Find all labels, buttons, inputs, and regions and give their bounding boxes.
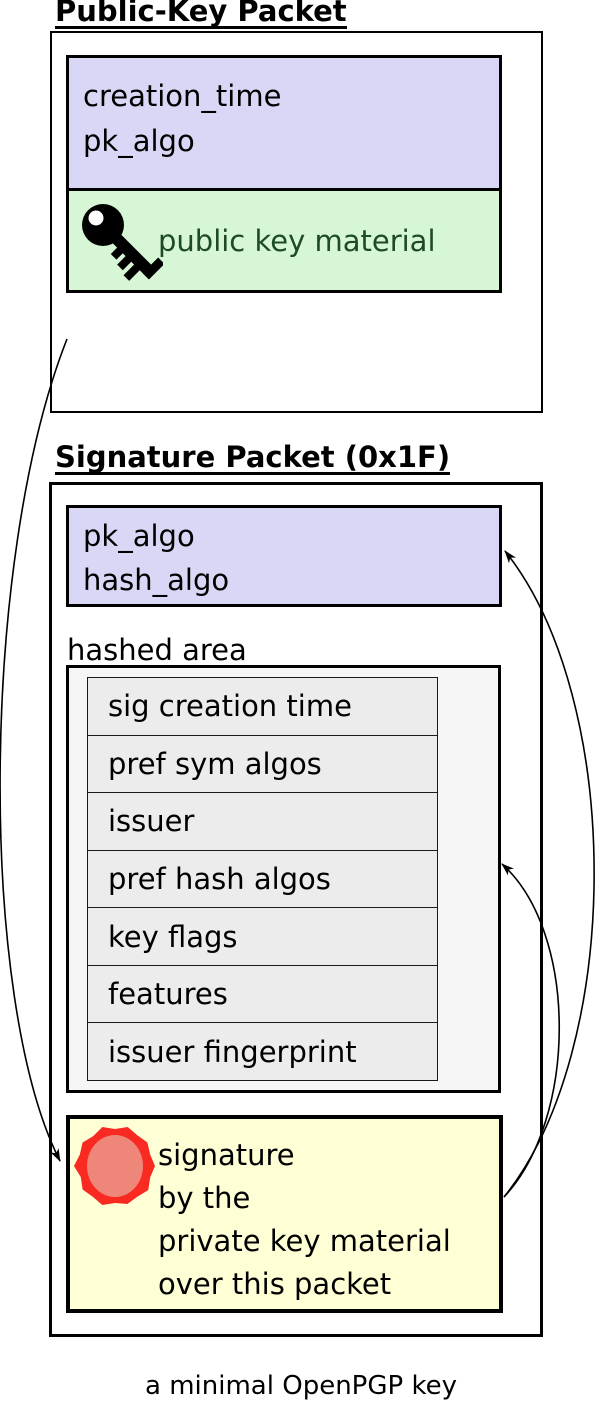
subpacket-row: key flags — [88, 907, 437, 965]
subpacket-row: pref hash algos — [88, 849, 437, 908]
key-icon — [82, 204, 163, 281]
signature-text-line: by the — [158, 1181, 251, 1215]
subpacket-label: sig creation time — [108, 689, 352, 724]
subpacket-row: sig creation time — [88, 678, 437, 735]
hashed-area-box: sig creation time pref sym algos issuer pre… — [66, 665, 501, 1093]
public-key-packet-title: Public-Key Packet — [55, 0, 347, 29]
hashed-area-label: hashed area — [67, 633, 247, 667]
subpacket-label: pref hash algos — [108, 862, 331, 897]
subpacket-row: issuer fingerprint — [88, 1022, 437, 1080]
signature-box: signature by the private key material ov… — [66, 1115, 503, 1313]
subpacket-label: key flags — [108, 919, 238, 954]
subpacket-label: features — [108, 977, 228, 1012]
signature-text: signature by the private key material ov… — [158, 1134, 451, 1306]
signature-text-line: signature — [158, 1138, 295, 1172]
signature-text-line: over this packet — [158, 1267, 392, 1301]
public-key-material-label: public key material — [158, 223, 436, 258]
subpacket-table: sig creation time pref sym algos issuer pre… — [87, 677, 438, 1081]
subpacket-label: pref sym algos — [108, 746, 322, 781]
subpacket-label: issuer — [108, 804, 195, 839]
field-line: pk_algo — [83, 519, 195, 553]
subpacket-row: pref sym algos — [88, 734, 437, 793]
signature-algo-box: pk_algo hash_algo — [66, 505, 502, 607]
field-line: pk_algo — [83, 124, 195, 158]
field-line: creation_time — [83, 79, 282, 113]
subpacket-row: features — [88, 964, 437, 1023]
public-key-material-box: public key material — [66, 188, 502, 293]
signature-packet-title: Signature Packet (0x1F) — [55, 440, 451, 475]
public-key-fields-box: creation_time pk_algo ... — [66, 55, 502, 203]
diagram-caption: a minimal OpenPGP key — [145, 1371, 457, 1401]
subpacket-label: issuer fingerprint — [108, 1034, 357, 1069]
seal-icon — [74, 1127, 155, 1205]
subpacket-row: issuer — [88, 792, 437, 850]
signature-text-line: private key material — [158, 1224, 451, 1258]
field-line: hash_algo — [83, 563, 230, 597]
